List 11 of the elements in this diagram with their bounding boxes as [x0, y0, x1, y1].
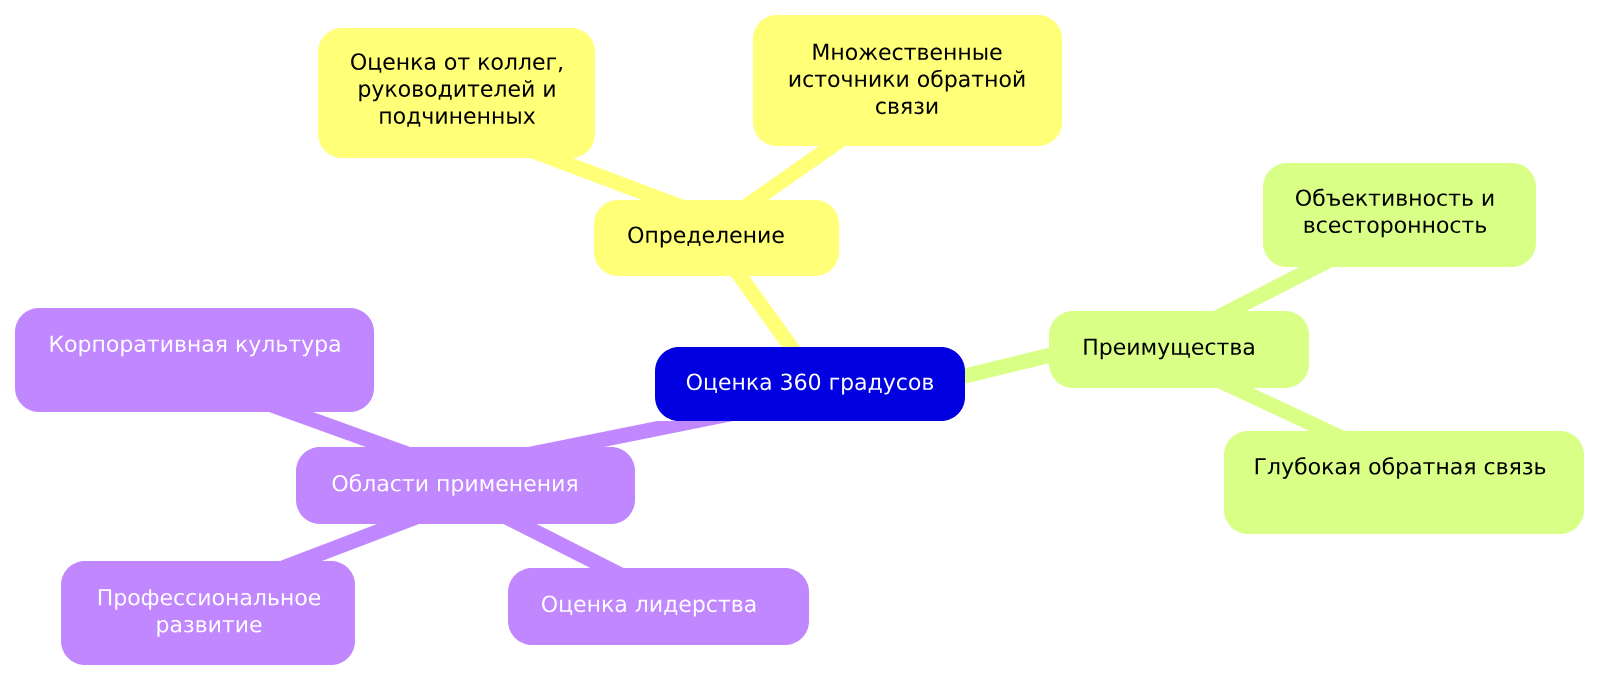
- branch-line: [730, 276, 801, 347]
- central-topic-box: Оценка 360 градусов: [655, 347, 965, 421]
- branch-line: [741, 146, 846, 200]
- branch-line: [530, 158, 685, 200]
- branch-line: [503, 524, 624, 568]
- branch-line: [268, 412, 411, 447]
- branch-line: [965, 347, 1049, 384]
- branch-line: [528, 421, 733, 447]
- branch-line: [280, 524, 420, 561]
- branch-line: [1217, 388, 1345, 431]
- branch-line: [1213, 267, 1333, 311]
